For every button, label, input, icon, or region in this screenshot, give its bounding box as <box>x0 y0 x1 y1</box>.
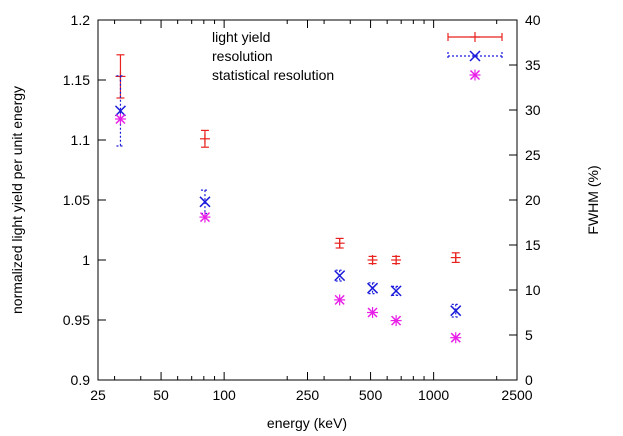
y2-tick-label: 15 <box>525 237 541 253</box>
y-tick-label: 0.95 <box>63 312 90 328</box>
legend: light yield resolution statistical resolut… <box>212 29 503 83</box>
y2-tick-label: 20 <box>525 192 541 208</box>
data-point <box>391 255 402 265</box>
x-tick-label: 500 <box>359 387 383 403</box>
x-tick-label: 100 <box>212 387 236 403</box>
series-light-yield <box>115 54 461 265</box>
legend-label: resolution <box>212 48 273 64</box>
legend-swatch <box>469 69 481 81</box>
y2-tick-label: 5 <box>525 327 533 343</box>
y-axis-label: normalized light yield per unit energy <box>9 86 25 314</box>
y-tick-label: 1.15 <box>63 72 90 88</box>
y2-tick-label: 35 <box>525 57 541 73</box>
data-point <box>334 294 346 306</box>
data-point <box>450 252 461 263</box>
data-marks <box>114 54 462 344</box>
data-point <box>199 129 210 148</box>
y2-tick-label: 10 <box>525 282 541 298</box>
data-point <box>114 75 126 147</box>
y2-tick-label: 30 <box>525 102 541 118</box>
y-tick-label: 1 <box>82 252 90 268</box>
data-point <box>367 307 379 318</box>
y2-tick-label: 40 <box>525 12 541 28</box>
x-tick-label: 1000 <box>418 387 449 403</box>
y-tick-label: 0.9 <box>71 372 91 388</box>
y2-tick-label: 25 <box>525 147 541 163</box>
data-point <box>199 211 211 223</box>
y-tick-label: 1.05 <box>63 192 90 208</box>
legend-label: light yield <box>212 29 270 45</box>
legend-label: statistical resolution <box>212 67 334 83</box>
series-statistical-resolution <box>114 113 462 344</box>
data-point <box>450 332 462 344</box>
data-point <box>390 315 402 327</box>
y-tick-label: 1.2 <box>71 12 91 28</box>
y2-tick-label: 0 <box>525 372 533 388</box>
x-axis-label: energy (keV) <box>267 415 347 431</box>
data-point <box>390 285 402 297</box>
legend-swatch <box>447 32 503 42</box>
legend-swatch <box>447 50 503 62</box>
x-tick-label: 2500 <box>501 387 532 403</box>
data-point <box>334 237 345 249</box>
x-tick-label: 250 <box>296 387 320 403</box>
data-point <box>334 269 346 282</box>
data-point <box>367 255 378 265</box>
y-tick-label: 1.1 <box>71 132 91 148</box>
data-point <box>114 113 126 125</box>
data-point <box>450 303 462 318</box>
x-tick-label: 25 <box>90 387 106 403</box>
data-point <box>199 189 211 215</box>
series-resolution <box>114 75 462 318</box>
y2-axis-label: FWHM (%) <box>585 165 601 234</box>
x-tick-label: 50 <box>153 387 169 403</box>
data-point <box>367 282 379 295</box>
